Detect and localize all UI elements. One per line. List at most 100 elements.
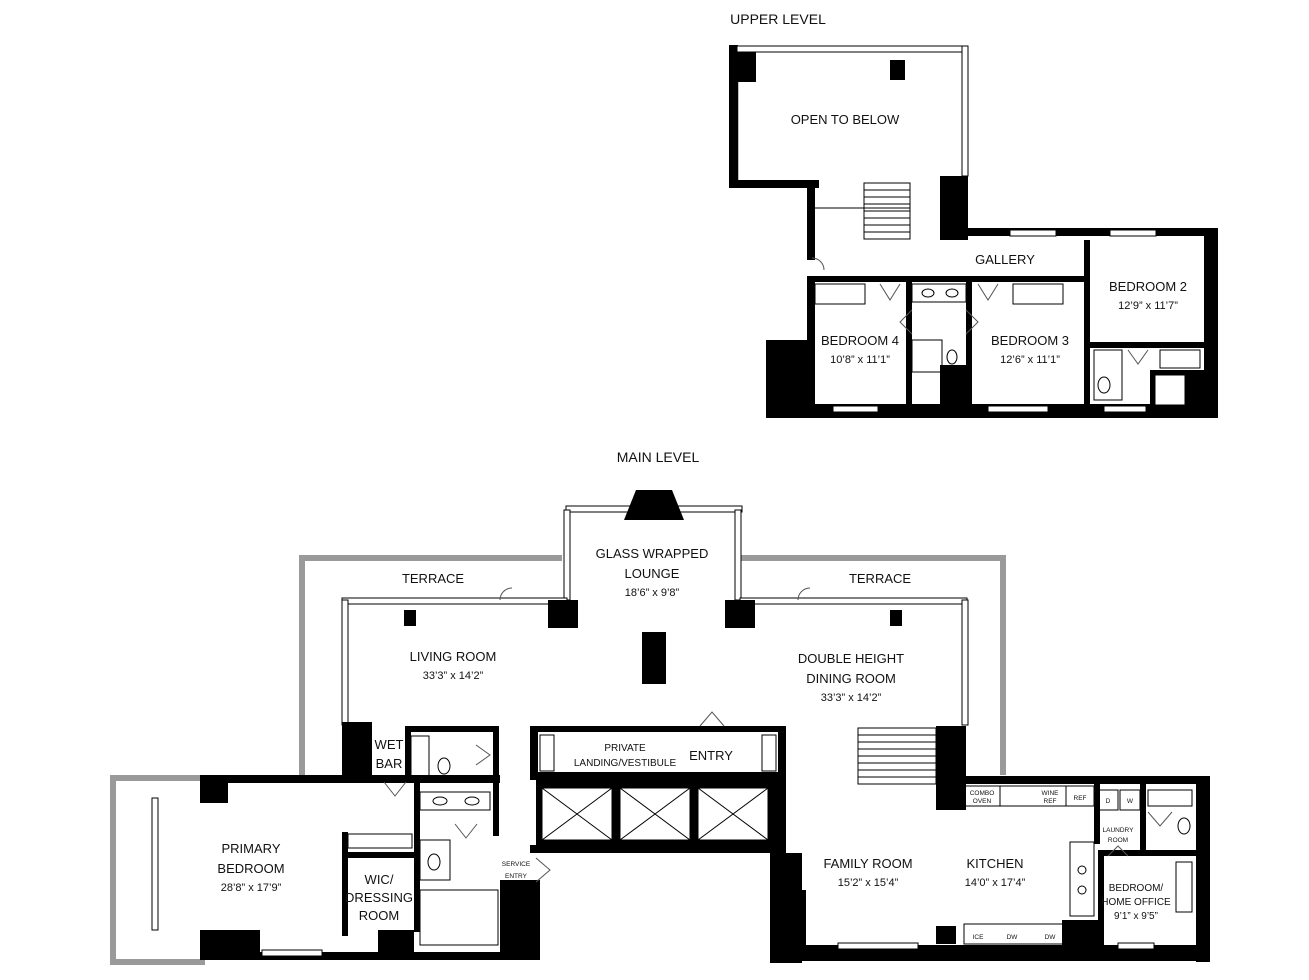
- appliance-label: COMBO: [970, 790, 995, 797]
- service-entry-label: SERVICE: [502, 861, 531, 868]
- open-to-below-label: OPEN TO BELOW: [791, 112, 900, 127]
- main-wall: [342, 832, 348, 936]
- terrace-outline: [299, 555, 562, 775]
- main-wall: [500, 880, 540, 960]
- column: [936, 926, 956, 944]
- landing-label: PRIVATE: [604, 743, 646, 754]
- window: [563, 509, 571, 601]
- closet: [1154, 374, 1186, 406]
- bedroom2-label: BEDROOM 2: [1109, 279, 1187, 294]
- lounge-label: LOUNGE: [625, 566, 680, 581]
- door-swing: [1107, 845, 1129, 857]
- door-swing: [977, 283, 999, 301]
- column: [404, 610, 416, 626]
- main-wall: [1094, 784, 1100, 844]
- main-wall: [342, 722, 372, 782]
- main-wall: [530, 726, 538, 776]
- appliance-label: DW: [1007, 934, 1019, 941]
- closet: [1175, 861, 1193, 913]
- appliance-label: ICE: [973, 934, 985, 941]
- wic-label: ROOM: [359, 908, 399, 923]
- upper-wall: [906, 282, 912, 408]
- dining-room-dims: 33’3” x 14’2”: [821, 692, 882, 704]
- bedroom4-label: BEDROOM 4: [821, 333, 899, 348]
- window: [736, 45, 966, 53]
- wet-bar-label: BAR: [376, 756, 403, 771]
- kitchen-label: KITCHEN: [966, 856, 1023, 871]
- bedroom2-dims: 12’9” x 11’7”: [1118, 300, 1178, 312]
- vanity: [1159, 349, 1201, 369]
- door-swing: [1127, 349, 1149, 365]
- laundry-label: LAUNDRY: [1103, 827, 1135, 834]
- wet-bar-label: WET: [375, 737, 404, 752]
- window: [837, 942, 919, 950]
- main-wall: [936, 726, 966, 810]
- sink: [921, 288, 935, 298]
- island: [642, 632, 666, 684]
- dining-room-label: DINING ROOM: [806, 671, 896, 686]
- window: [1117, 942, 1155, 950]
- main-wall: [200, 775, 500, 783]
- main-wall: [1140, 784, 1146, 856]
- appliance-label: D: [1106, 798, 1111, 805]
- sink: [945, 288, 959, 298]
- closet: [761, 734, 777, 772]
- window: [341, 597, 568, 605]
- main-wall: [530, 772, 786, 780]
- window: [1109, 229, 1157, 237]
- main-stair: [857, 727, 937, 785]
- main-wall: [342, 852, 414, 858]
- primary-bedroom-label: PRIMARY: [222, 841, 281, 856]
- appliance-label: REF: [1074, 795, 1087, 802]
- door-swing: [699, 711, 725, 727]
- door-swing: [797, 587, 811, 601]
- closet: [814, 283, 866, 305]
- column: [200, 775, 228, 803]
- upper-wall: [729, 180, 819, 188]
- cooktop: [1069, 841, 1095, 917]
- toilet: [427, 853, 441, 871]
- window: [739, 597, 968, 605]
- main-wall: [1098, 850, 1196, 856]
- elevator: [692, 780, 774, 846]
- gallery-label: GALLERY: [975, 252, 1035, 267]
- column: [890, 610, 902, 626]
- appliance-label: REF: [1044, 798, 1057, 805]
- living-room-label: LIVING ROOM: [410, 649, 497, 664]
- bar-counter: [410, 735, 430, 777]
- burner: [1077, 865, 1087, 875]
- main-wall: [1196, 776, 1210, 962]
- main-wall: [800, 890, 806, 960]
- elevator: [614, 780, 696, 846]
- upper-wall: [940, 176, 968, 240]
- appliance-label: WINE: [1042, 790, 1060, 797]
- door-swing: [965, 309, 979, 335]
- sink: [464, 796, 480, 806]
- entry-label: ENTRY: [689, 748, 733, 763]
- shower: [911, 339, 943, 373]
- column: [890, 60, 905, 80]
- fireplace: [624, 490, 684, 520]
- door-swing: [383, 781, 407, 797]
- office-dims: 9’1” x 9’5”: [1114, 911, 1158, 922]
- main-level-title: MAIN LEVEL: [617, 449, 700, 465]
- upper-level: UPPER LEVEL OPEN TO BELOW GALLERY: [729, 11, 1218, 418]
- terrace-outline: [110, 775, 205, 965]
- upper-wall: [966, 228, 1218, 236]
- appliance-label: W: [1127, 798, 1134, 805]
- closet: [539, 734, 555, 772]
- dining-room-label: DOUBLE HEIGHT: [798, 651, 904, 666]
- upper-wall: [1084, 240, 1090, 410]
- bedroom3-label: BEDROOM 3: [991, 333, 1069, 348]
- water-closet: [419, 839, 451, 881]
- family-room-dims: 15’2” x 15’4”: [838, 877, 899, 889]
- main-wall: [770, 780, 786, 853]
- door-swing: [879, 283, 901, 301]
- toilet: [946, 349, 958, 365]
- window: [1009, 229, 1057, 237]
- primary-bedroom-label: BEDROOM: [217, 861, 284, 876]
- door-swing: [499, 587, 513, 601]
- door-swing: [1147, 811, 1173, 827]
- dryer: [1097, 789, 1119, 811]
